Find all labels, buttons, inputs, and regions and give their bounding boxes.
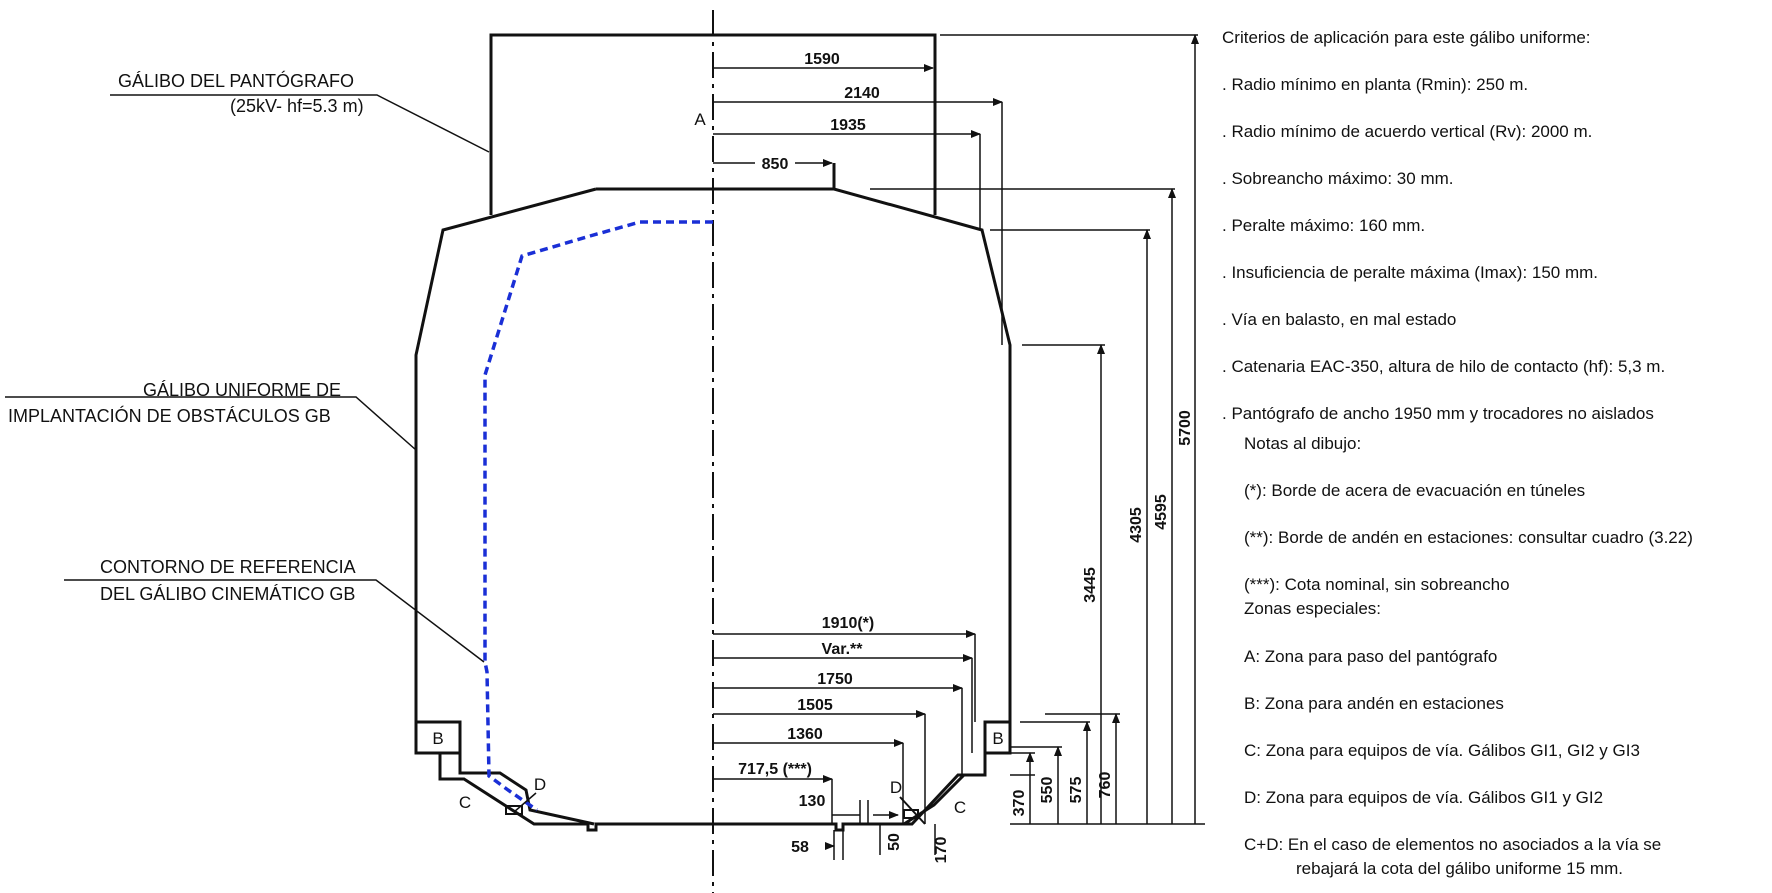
note-item: (*): Borde de acera de evacuación en tún… [1244,481,1586,500]
cd-note-line2: rebajará la cota del gálibo uniforme 15 … [1296,859,1623,878]
kinematic-reference-contour [483,220,713,812]
zone-b-left-box [414,720,462,755]
zone-c-left-label: C [459,793,471,812]
dim-2140: 2140 [844,85,880,102]
dim-50: 50 [886,833,903,851]
dim-4595: 4595 [1153,494,1170,530]
dim-1750: 1750 [817,671,853,688]
criteria-item: . Radio mínimo en planta (Rmin): 250 m. [1222,75,1529,94]
uniform-gauge-callout-line2: IMPLANTACIÓN DE OBSTÁCULOS GB [8,405,331,426]
dim-550: 550 [1039,777,1056,804]
zone-d-right-mark [903,809,919,819]
criteria-item: . Pantógrafo de ancho 1950 mm y trocador… [1222,404,1654,423]
note-item: (**): Borde de andén en estaciones: cons… [1244,528,1693,547]
zone-b-right-label: B [992,729,1003,748]
pantograph-leader [110,94,490,153]
dim-170: 170 [933,837,950,864]
top-dimensions [713,64,1003,345]
dim-4305: 4305 [1128,507,1145,543]
uniform-gauge-leader [5,396,417,451]
contour-leader [64,579,485,663]
dim-575: 575 [1068,777,1085,804]
dim-370: 370 [1011,790,1028,817]
criteria-item: . Peralte máximo: 160 mm. [1222,216,1426,235]
zone-d-left-leader [513,792,537,813]
dim-760: 760 [1097,772,1114,799]
zone-item: C: Zona para equipos de vía. Gálibos GI1… [1244,741,1640,760]
zone-b-left-label: B [432,729,443,748]
cd-note-line1: C+D: En el caso de elementos no asociado… [1244,835,1662,854]
pantograph-callout-title: GÁLIBO DEL PANTÓGRAFO [118,70,354,91]
notes-title: Notas al dibujo: [1244,434,1362,453]
uniform-gauge-callout-line1: GÁLIBO UNIFORME DE [143,380,341,400]
bottom-dimensions [713,630,976,860]
dim-850: 850 [762,156,789,173]
zones-title: Zonas especiales: [1244,599,1382,618]
criteria-item: . Sobreancho máximo: 30 mm. [1222,169,1454,188]
zone-a-label: A [694,110,706,129]
dim-130: 130 [799,793,826,810]
pantograph-gauge-outline [489,33,937,215]
note-item: (***): Cota nominal, sin sobreancho [1244,575,1510,594]
zone-item: D: Zona para equipos de vía. Gálibos GI1… [1244,788,1604,807]
dim-1590: 1590 [804,51,840,68]
zone-item: B: Zona para andén en estaciones [1244,694,1504,713]
dim-5700: 5700 [1177,410,1194,446]
criteria-title: Criterios de aplicación para este gálibo… [1222,28,1591,47]
dim-717: 717,5 (***) [738,761,812,778]
zone-c-right-label: C [954,798,966,817]
pantograph-callout-sub: (25kV- hf=5.3 m) [230,96,364,116]
contour-callout-line1: CONTORNO DE REFERENCIA [100,557,356,577]
dim-3445: 3445 [1082,567,1099,603]
dim-1910: 1910(*) [822,615,874,632]
zone-b-right-box [983,720,1012,755]
zone-d-left-mark [505,805,523,815]
dim-var: Var.** [822,641,864,658]
vertical-dimensions [870,34,1205,825]
dim-58: 58 [791,839,809,856]
zone-d-right-label: D [890,778,902,797]
dim-1360: 1360 [787,726,823,743]
dim-1935: 1935 [830,117,866,134]
criteria-item: . Vía en balasto, en mal estado [1222,310,1457,329]
criteria-item: . Insuficiencia de peralte máxima (Imax)… [1222,263,1599,282]
zone-item: A: Zona para paso del pantógrafo [1244,647,1498,666]
zone-c-right-shape [903,773,985,826]
dim-1505: 1505 [797,697,833,714]
criteria-item: . Radio mínimo de acuerdo vertical (Rv):… [1222,122,1593,141]
contour-callout-line2: DEL GÁLIBO CINEMÁTICO GB [100,584,355,604]
criteria-item: . Catenaria EAC-350, altura de hilo de c… [1222,357,1666,376]
zone-d-left-label: D [534,775,546,794]
